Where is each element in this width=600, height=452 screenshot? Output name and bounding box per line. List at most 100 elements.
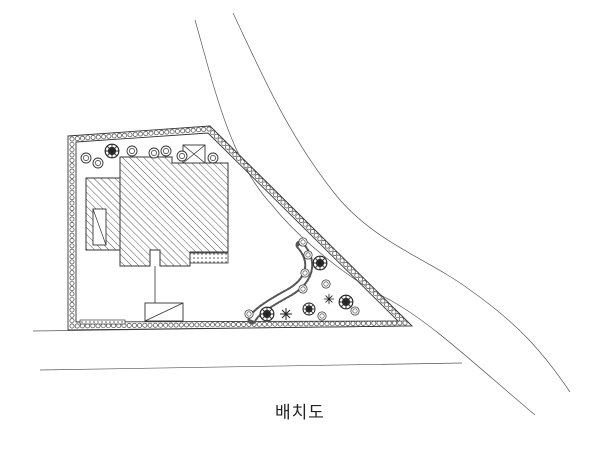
hedge-shrub [111,133,117,139]
hedge-shrub [243,163,249,169]
hedge-shrub [206,126,212,132]
hedge-shrub [85,135,91,141]
hedge-shrub [340,321,346,327]
hedge-shrub [190,127,196,133]
hedge-shrub [116,133,122,138]
hedge-shrub [199,322,205,328]
hedge-shrub [168,322,174,328]
hedge-shrub [239,159,245,165]
hedge-shrub [298,321,304,327]
hedge-shrub [250,170,256,176]
hedge-shrub [332,251,338,256]
hedge-shrub [329,321,335,327]
hedge-shrub [69,318,75,324]
hedge-shrub [319,321,325,327]
hedge-shrub [126,323,132,328]
hedge-shrub [180,128,186,134]
hedge-shrub [95,134,101,140]
hedge-shrub [142,322,148,328]
hedge-shrub [225,322,231,328]
hedge-shrub [147,322,153,328]
hedge-shrub [69,259,75,265]
hedge-shrub [345,321,351,326]
hedge-shrub [69,312,75,318]
hedge-shrub [164,129,170,135]
hedge-shrub [361,280,367,286]
hedge-shrub [69,147,75,153]
hedge-shrub [287,207,293,212]
garden-path [247,240,314,325]
hedge-shrub [69,243,75,249]
hedge-shrub [148,130,154,136]
hedge-shrub [247,166,253,172]
hedge-shrub [343,261,349,267]
boundary-hedge [69,126,408,329]
hedge-shrub [74,136,80,142]
hedge-shrub [69,206,75,211]
hedge-shrub [122,132,128,138]
hedge-shrub [69,307,75,313]
hedge-shrub [69,248,75,254]
hedge-shrub [313,232,319,238]
hedge-shrub [291,210,297,216]
hedge-shrub [69,227,75,233]
hedge-shrub [402,320,408,326]
hedge-shrub [69,286,75,292]
hedge-shrub [256,321,262,327]
hedge-shrub [302,221,308,227]
hedge-shrub [159,130,165,135]
hedge-shrub [366,320,372,326]
hedge-shrub [386,320,392,326]
hedge-shrub [314,321,319,327]
hedge-shrub [299,218,304,223]
hedge-shrub [69,136,75,142]
hedge-shrub [210,130,216,136]
hedge-shrub [381,320,387,326]
hedge-shrub [69,200,75,206]
hedge-shrub [392,320,398,326]
hedge-shrub [267,321,273,327]
hedge-shrub [273,192,279,198]
hedge-shrub [153,130,159,136]
hedge-shrub [178,322,184,328]
hedge-shrub [196,127,201,133]
hedge-shrub [376,294,382,300]
hedge-shrub [355,320,361,326]
hedge-shrub [79,323,85,329]
hedge-shrub [391,309,397,315]
hedge-shrub [217,137,223,143]
hedge-shrub [360,320,366,326]
hedge-shrub [69,168,75,174]
hedge-shrub [69,254,75,259]
hedge-shrub [276,196,282,201]
hedge-shrub [80,135,85,141]
hedge-shrub [324,321,330,327]
hedge-shrub [317,236,323,242]
hedge-shrub [69,179,75,185]
hedge-shrub [69,157,75,163]
hedge-shrub [397,320,403,326]
hedge-shrub [137,322,143,328]
hedge-shrub [376,320,382,326]
hedge-shrub [236,322,241,327]
hedge-shrub [143,131,149,137]
hedge-shrub [310,229,315,234]
hedge-shrub [335,254,341,260]
hedge-shrub [280,199,286,205]
hedge-shrub [152,322,158,328]
hedge-shrub [350,321,356,326]
building [85,156,229,267]
hedge-shrub [138,131,143,137]
hedge-shrub [213,133,219,139]
hedge-shrub [69,302,75,308]
hedge-shrub [101,134,107,140]
hedge-shrub [225,144,230,150]
hedge-shrub [69,184,75,190]
hedge-shrub [69,163,75,169]
hedge-shrub [228,148,234,154]
hedge-shrub [163,322,169,328]
hedge-shrub [204,322,210,328]
hedge-shrub [328,247,334,253]
hedge-shrub [173,322,179,328]
hedge-shrub [308,321,314,327]
